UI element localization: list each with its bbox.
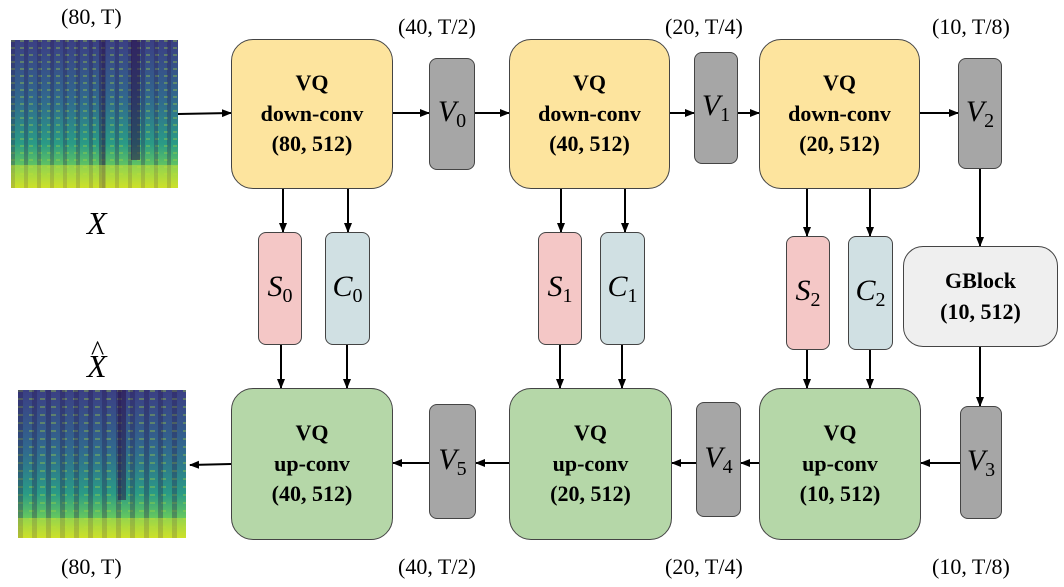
v-box-4-symbol: V4: [704, 440, 733, 478]
down-conv-block-2-text: VQ down-conv (20, 512): [788, 68, 891, 159]
content-box-0: C0: [325, 232, 370, 345]
output-spectrogram: [18, 390, 186, 538]
down-conv-block-2: VQ down-conv (20, 512): [759, 39, 920, 189]
shape-label-top-3: (10, T/8): [932, 14, 1010, 39]
output-label: X ^: [87, 336, 107, 385]
down-conv-block-0-type: down-conv: [260, 100, 364, 126]
arrow-input-to-down0: [177, 109, 232, 118]
down-conv-block-1-title: VQ: [573, 70, 606, 96]
v-box-5: V5: [429, 404, 476, 519]
content-box-2-symbol: C2: [855, 274, 886, 311]
v-box-1: V1: [694, 52, 738, 164]
v-box-2: V2: [958, 58, 1002, 169]
shape-label-top-0: (80, T): [61, 4, 122, 29]
up-conv-block-0-title: VQ: [295, 420, 329, 446]
up-conv-block-2-type: up-conv: [802, 450, 878, 476]
output-label-hat: ^: [91, 336, 105, 367]
up-conv-block-0-text: VQ up-conv (40, 512): [272, 418, 353, 509]
up-conv-block-0-type: up-conv: [274, 450, 350, 476]
up-conv-block-2-dims: (10, 512): [799, 481, 881, 507]
up-conv-block-2: VQ up-conv (10, 512): [759, 388, 921, 540]
down-conv-block-0-dims: (80, 512): [271, 131, 353, 157]
style-box-2: S2: [786, 236, 830, 350]
arrow-up0-to-output: [189, 460, 232, 469]
style-box-0: S0: [258, 232, 302, 345]
shape-label-top-2: (20, T/4): [665, 14, 743, 39]
gblock-text: GBlock (10, 512): [940, 266, 1021, 328]
down-conv-block-1: VQ down-conv (40, 512): [509, 39, 670, 189]
v-box-3: V3: [960, 406, 1002, 519]
v-box-2-symbol: V2: [965, 94, 995, 132]
v-box-0-symbol: V0: [437, 95, 467, 132]
up-conv-block-1-title: VQ: [574, 420, 607, 446]
shape-label-top-1: (40, T/2): [398, 14, 476, 39]
shape-label-bottom-3: (10, T/8): [932, 554, 1010, 579]
up-conv-block-1: VQ up-conv (20, 512): [509, 388, 672, 540]
style-box-0-symbol: S0: [267, 269, 293, 307]
style-box-2-symbol: S2: [795, 274, 821, 311]
v-box-5-symbol: V5: [438, 442, 467, 480]
style-box-1-symbol: S1: [547, 269, 573, 307]
down-conv-block-0: VQ down-conv (80, 512): [231, 39, 393, 189]
up-conv-block-1-text: VQ up-conv (20, 512): [550, 418, 631, 509]
content-box-1: C1: [600, 232, 645, 345]
v-box-4: V4: [696, 402, 741, 517]
down-conv-block-2-dims: (20, 512): [799, 131, 880, 157]
shape-label-bottom-2: (20, T/4): [665, 554, 743, 579]
output-label-letter: X: [87, 348, 107, 384]
gblock: GBlock (10, 512): [903, 246, 1058, 347]
down-conv-block-2-type: down-conv: [788, 100, 891, 126]
v-box-3-symbol: V3: [966, 443, 996, 481]
gblock-title: GBlock: [945, 267, 1016, 293]
down-conv-block-2-title: VQ: [823, 70, 856, 96]
content-box-1-symbol: C1: [607, 269, 638, 307]
down-conv-block-1-text: VQ down-conv (40, 512): [538, 68, 641, 159]
input-label: X: [87, 205, 107, 241]
down-conv-block-1-dims: (40, 512): [549, 131, 630, 157]
content-box-2: C2: [848, 236, 893, 350]
v-box-0: V0: [429, 58, 475, 170]
down-conv-block-1-type: down-conv: [538, 100, 641, 126]
up-conv-block-0-dims: (40, 512): [271, 481, 353, 507]
input-spectrogram: [11, 40, 178, 188]
content-box-0-symbol: C0: [332, 269, 363, 307]
gblock-dims: (10, 512): [940, 298, 1021, 324]
up-conv-block-1-dims: (20, 512): [550, 481, 631, 507]
shape-label-bottom-0: (80, T): [61, 554, 122, 579]
up-conv-block-2-text: VQ up-conv (10, 512): [800, 418, 881, 509]
up-conv-block-1-type: up-conv: [552, 450, 629, 476]
up-conv-block-0: VQ up-conv (40, 512): [231, 388, 393, 540]
down-conv-block-0-title: VQ: [295, 70, 329, 96]
style-box-1: S1: [538, 232, 582, 345]
down-conv-block-0-text: VQ down-conv (80, 512): [261, 68, 364, 159]
shape-label-bottom-1: (40, T/2): [398, 554, 476, 579]
v-box-1-symbol: V1: [701, 89, 731, 126]
up-conv-block-2-title: VQ: [823, 420, 857, 446]
